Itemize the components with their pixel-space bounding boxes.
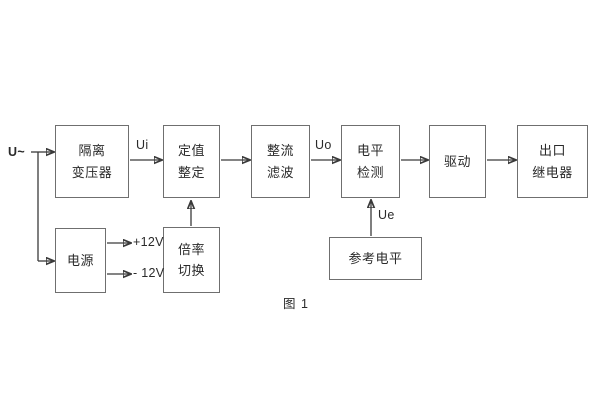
block-setpoint-setting[interactable]: 定值 整定	[163, 125, 220, 198]
block-drive[interactable]: 驱动	[429, 125, 486, 198]
block-line: 出口	[538, 143, 566, 159]
block-line: 切换	[177, 263, 205, 278]
block-line: 整流	[266, 143, 294, 159]
block-line: 定值	[177, 143, 205, 159]
label-ui: Ui	[136, 138, 149, 152]
block-line: 电源	[66, 252, 94, 268]
block-rectify-filter[interactable]: 整流 滤波	[251, 125, 310, 198]
label-uo: Uo	[315, 138, 332, 152]
block-level-detection[interactable]: 电平 检测	[341, 125, 400, 198]
label-input-source: U~	[8, 145, 25, 159]
block-power-supply[interactable]: 电源	[55, 228, 106, 293]
block-output-relay[interactable]: 出口 继电器	[517, 125, 588, 198]
block-line: 隔离	[78, 143, 106, 159]
block-isolation-transformer[interactable]: 隔离 变压器	[55, 125, 129, 198]
block-line: 参考电平	[348, 250, 403, 266]
label-supply-negative: - 12V	[133, 266, 165, 280]
block-line: 驱动	[443, 153, 471, 169]
block-line: 检测	[356, 164, 384, 180]
block-reference-level[interactable]: 参考电平	[329, 237, 422, 280]
block-line: 电平	[356, 143, 384, 159]
label-supply-positive: +12V	[133, 235, 164, 249]
block-multiplier-switch[interactable]: 倍率 切换	[163, 227, 220, 293]
block-line: 倍率	[177, 241, 205, 257]
block-line: 滤波	[266, 164, 294, 180]
block-line: 变压器	[71, 164, 113, 180]
figure-caption: 图 1	[283, 297, 309, 311]
label-ue: Ue	[378, 208, 395, 222]
block-line: 继电器	[532, 164, 573, 180]
block-line: 整定	[177, 164, 205, 180]
